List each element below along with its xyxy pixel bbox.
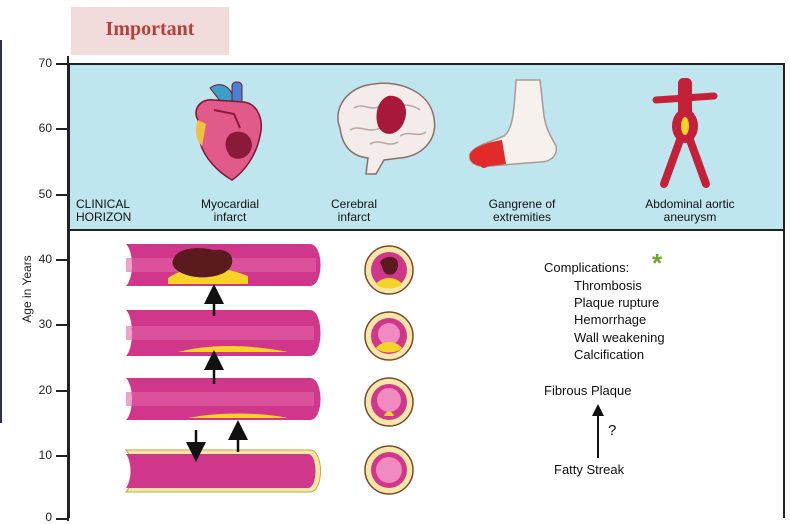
tick-label-30: 30 bbox=[30, 317, 52, 331]
tick-70 bbox=[56, 63, 67, 65]
complication-thrombosis: Thrombosis bbox=[574, 278, 642, 293]
brain-icon bbox=[330, 78, 440, 178]
tick-label-20: 20 bbox=[30, 383, 52, 397]
aneurysm-line2: aneurysm bbox=[620, 211, 760, 224]
aneurysm-label: Abdominal aortic aneurysm bbox=[620, 198, 760, 224]
clinical-horizon-label: CLINICAL HORIZON bbox=[76, 198, 131, 224]
myocardial-infarct-label: Myocardial infarct bbox=[180, 198, 280, 224]
complication-calcification: Calcification bbox=[574, 347, 644, 362]
complications-title: Complications: bbox=[544, 260, 629, 275]
progression-arrows bbox=[200, 286, 230, 496]
complication-hemorrhage: Hemorrhage bbox=[574, 312, 646, 327]
tick-label-50: 50 bbox=[30, 187, 52, 201]
cerebral-infarct-line2: infarct bbox=[304, 211, 404, 224]
tick-60 bbox=[56, 128, 67, 130]
tick-label-60: 60 bbox=[30, 121, 52, 135]
tick-label-10: 10 bbox=[30, 448, 52, 462]
question-mark: ? bbox=[608, 422, 616, 439]
tick-label-70: 70 bbox=[30, 56, 52, 70]
tick-20 bbox=[56, 390, 67, 392]
aorta-icon bbox=[650, 76, 720, 188]
foot-icon bbox=[460, 76, 580, 176]
heart-icon bbox=[188, 80, 268, 190]
tick-10 bbox=[56, 455, 67, 457]
fatty-streak-label: Fatty Streak bbox=[554, 462, 624, 477]
tick-40 bbox=[56, 259, 67, 261]
cross-sections bbox=[356, 244, 426, 504]
tick-50 bbox=[56, 194, 67, 196]
tick-label-0: 0 bbox=[30, 510, 52, 524]
asterisk-mark: * bbox=[652, 248, 662, 279]
myocardial-infarct-line2: infarct bbox=[180, 211, 280, 224]
cerebral-infarct-label: Cerebral infarct bbox=[304, 198, 404, 224]
gangrene-line2: extremities bbox=[462, 211, 582, 224]
gangrene-label: Gangrene of extremities bbox=[462, 198, 582, 224]
up-arrow-icon bbox=[590, 404, 610, 460]
tick-30 bbox=[56, 324, 67, 326]
tick-label-40: 40 bbox=[30, 252, 52, 266]
important-badge-label: Important bbox=[71, 18, 229, 41]
tick-0 bbox=[56, 518, 67, 520]
left-rule bbox=[0, 40, 2, 423]
complication-plaque-rupture: Plaque rupture bbox=[574, 295, 659, 310]
complication-wall-weakening: Wall weakening bbox=[574, 330, 665, 345]
clinical-horizon-line2: HORIZON bbox=[76, 211, 131, 224]
fibrous-plaque-label: Fibrous Plaque bbox=[544, 383, 631, 398]
